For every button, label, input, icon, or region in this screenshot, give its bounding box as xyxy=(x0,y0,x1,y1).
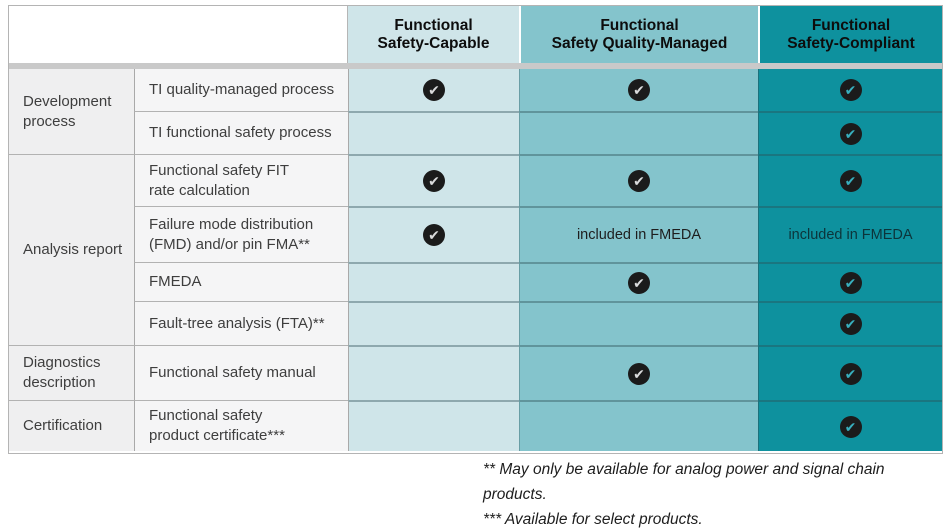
matrix-cell xyxy=(348,400,519,451)
matrix-cell: included in FMEDA xyxy=(519,206,758,262)
check-icon: ✔ xyxy=(839,79,862,101)
group-development-process: Development process xyxy=(9,69,134,154)
matrix-cell xyxy=(519,111,758,154)
matrix-cell: ✔ xyxy=(348,154,519,206)
check-icon: ✔ xyxy=(628,170,650,192)
matrix-cell: ✔ xyxy=(758,345,942,400)
matrix-cell: ✔ xyxy=(758,69,942,111)
group-certification: Certification xyxy=(9,400,134,451)
matrix-cell: ✔ xyxy=(758,301,942,345)
item-fit-rate-calculation: Functional safety FIT rate calculation xyxy=(134,154,348,206)
footnote-double-asterisk: ** May only be available for analog powe… xyxy=(483,461,885,503)
check-icon: ✔ xyxy=(628,79,650,101)
item-fault-tree-analysis: Fault-tree analysis (FTA)** xyxy=(134,301,348,345)
header-compliant: Functional Safety-Compliant xyxy=(758,6,942,63)
matrix-cell xyxy=(348,262,519,301)
footnotes: ** May only be available for analog powe… xyxy=(483,457,945,532)
check-icon: ✔ xyxy=(839,122,862,145)
matrix-cell: ✔ xyxy=(519,69,758,111)
item-ti-quality-managed-process: TI quality-managed process xyxy=(134,69,348,111)
item-ti-functional-safety-process: TI functional safety process xyxy=(134,111,348,154)
matrix-cell: ✔ xyxy=(758,400,942,451)
check-icon: ✔ xyxy=(839,415,862,438)
matrix-cell: ✔ xyxy=(348,206,519,262)
item-product-certificate: Functional safety product certificate*** xyxy=(134,400,348,451)
matrix-cell: ✔ xyxy=(758,262,942,301)
item-functional-safety-manual: Functional safety manual xyxy=(134,345,348,400)
header-quality-managed: Functional Safety Quality-Managed xyxy=(519,6,758,63)
matrix-cell: ✔ xyxy=(758,111,942,154)
matrix-cell xyxy=(519,400,758,451)
safety-levels-table: Functional Safety-Capable Functional Saf… xyxy=(8,5,943,454)
matrix-cell: ✔ xyxy=(519,262,758,301)
item-fmd-pin-fma: Failure mode distribution (FMD) and/or p… xyxy=(134,206,348,262)
group-diagnostics-description: Diagnostics description xyxy=(9,345,134,400)
matrix-cell: ✔ xyxy=(519,154,758,206)
header-quality-managed-line1: Functional xyxy=(600,16,679,34)
header-quality-managed-line2: Safety Quality-Managed xyxy=(551,34,728,52)
check-icon: ✔ xyxy=(423,79,445,101)
matrix-cell: ✔ xyxy=(758,154,942,206)
header-empty-cell xyxy=(9,6,348,63)
matrix-cell xyxy=(348,111,519,154)
header-compliant-line1: Functional xyxy=(811,16,891,34)
check-icon: ✔ xyxy=(628,271,650,294)
group-analysis-report: Analysis report xyxy=(9,154,134,345)
matrix-cell xyxy=(348,301,519,345)
footnote-triple-asterisk: *** Available for select products. xyxy=(483,511,703,528)
matrix-cell xyxy=(348,345,519,400)
item-fmeda: FMEDA xyxy=(134,262,348,301)
check-icon: ✔ xyxy=(423,170,445,192)
check-icon: ✔ xyxy=(628,362,650,385)
functional-safety-table-page: Functional Safety-Capable Functional Saf… xyxy=(8,5,943,528)
matrix-cell: ✔ xyxy=(519,345,758,400)
check-icon: ✔ xyxy=(839,271,862,294)
header-compliant-line2: Safety-Compliant xyxy=(787,34,915,52)
check-icon: ✔ xyxy=(839,362,862,385)
header-capable-line2: Safety-Capable xyxy=(377,34,490,52)
matrix-cell: included in FMEDA xyxy=(758,206,942,262)
check-icon: ✔ xyxy=(839,313,862,335)
header-capable: Functional Safety-Capable xyxy=(348,6,519,63)
header-capable-line1: Functional xyxy=(394,16,473,34)
matrix-cell: ✔ xyxy=(348,69,519,111)
matrix-cell xyxy=(519,301,758,345)
header-separator-band xyxy=(9,63,942,69)
check-icon: ✔ xyxy=(839,170,862,192)
check-icon: ✔ xyxy=(423,224,445,246)
